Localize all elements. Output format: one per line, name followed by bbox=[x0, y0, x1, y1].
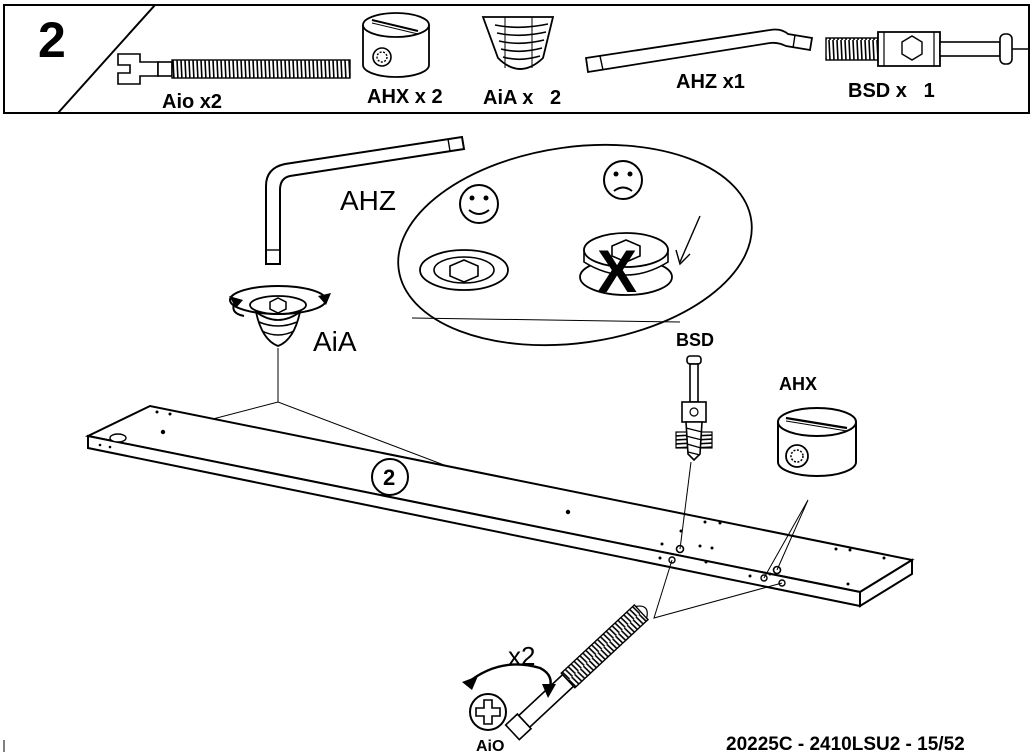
callout-ahz: AHZ bbox=[340, 185, 396, 216]
detail-bubble: X bbox=[397, 143, 753, 347]
step-number: 2 bbox=[38, 12, 66, 68]
parts-header: 2 Aio x2 AHX x 2 AiA x 2 bbox=[3, 4, 1030, 114]
callout-bsd: BSD bbox=[676, 330, 714, 350]
aio-bolt-icon bbox=[117, 53, 351, 85]
ahx-nut-icon bbox=[362, 12, 430, 78]
bsd-bolt-icon bbox=[825, 31, 1029, 67]
aio-bolt-illustration bbox=[462, 559, 783, 741]
part-label-bsd: BSD x 1 bbox=[848, 80, 935, 102]
panel-number: 2 bbox=[383, 465, 395, 490]
correct-flush-dowel-icon bbox=[419, 249, 509, 291]
part-label-ahx: AHX x 2 bbox=[367, 86, 443, 108]
wrong-protruding-dowel-icon bbox=[579, 215, 701, 296]
callout-aio: AiO bbox=[476, 738, 504, 755]
ahz-allen-key-icon bbox=[584, 28, 814, 74]
part-label-aia: AiA x 2 bbox=[483, 87, 561, 109]
wrong-mark: X bbox=[597, 238, 637, 305]
sad-face-icon bbox=[603, 160, 643, 200]
quantity-x2: x2 bbox=[508, 641, 535, 671]
shelf-panel bbox=[84, 404, 915, 608]
callout-ahx: AHX bbox=[779, 374, 817, 394]
allen-key-illustration bbox=[265, 135, 466, 265]
aia-dowel-icon bbox=[481, 16, 555, 70]
document-code: 20225C - 2410LSU2 - 15/52 bbox=[726, 734, 965, 755]
bsd-bolt-illustration bbox=[675, 355, 713, 550]
part-label-aio: Aio x2 bbox=[162, 91, 222, 113]
ahx-nut-illustration bbox=[763, 407, 857, 579]
part-label-ahz: AHZ x1 bbox=[676, 71, 745, 93]
smiley-face-icon bbox=[459, 184, 499, 224]
dowel-illustration bbox=[229, 285, 331, 402]
callout-aia: AiA bbox=[313, 326, 357, 357]
